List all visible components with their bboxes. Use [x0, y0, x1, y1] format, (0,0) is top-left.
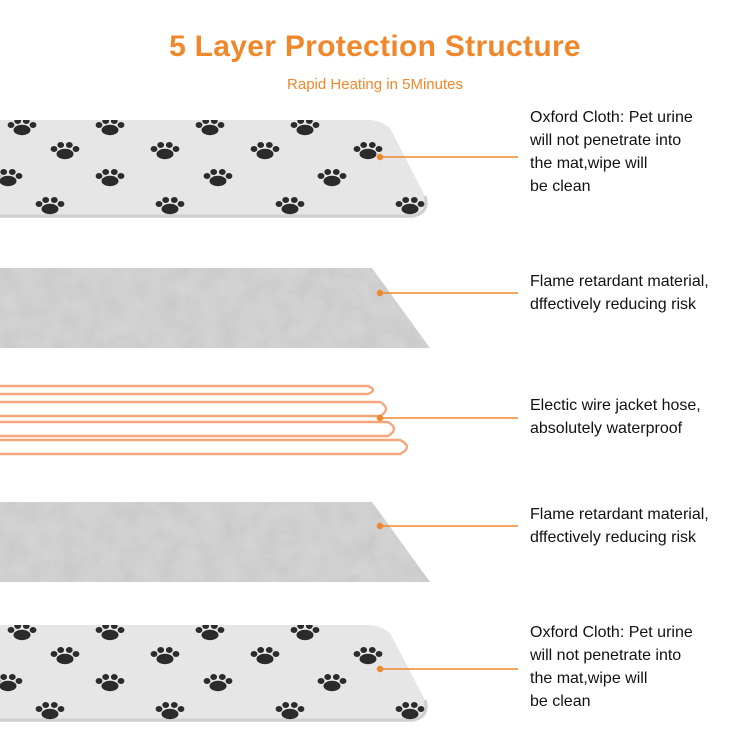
electric-wire-layer — [0, 384, 409, 456]
oxford-cloth-bottom-layer — [0, 625, 428, 722]
desc-line: Flame retardant material, — [530, 506, 709, 523]
electric-wire-description: Electic wire jacket hose, absolutely wat… — [530, 394, 701, 440]
desc-line: absolutely waterproof — [530, 420, 683, 437]
desc-line: Flame retardant material, — [530, 273, 709, 290]
desc-line: dffectively reducing risk — [530, 529, 696, 546]
desc-line: Electic wire jacket hose, — [530, 397, 701, 414]
desc-line: Oxford Cloth: Pet urine — [530, 624, 693, 641]
oxford-cloth-top-layer — [0, 120, 428, 218]
desc-line: dffectively reducing risk — [530, 296, 696, 313]
desc-line: Oxford Cloth: Pet urine — [530, 109, 693, 126]
desc-line: the mat,wipe will — [530, 155, 648, 172]
desc-line: be clean — [530, 693, 591, 710]
flame-retardant-top-layer — [0, 268, 430, 348]
oxford-cloth-bottom-description: Oxford Cloth: Pet urine will not penetra… — [530, 621, 693, 713]
flame-retardant-top-description: Flame retardant material, dffectively re… — [530, 270, 709, 316]
flame-retardant-bottom-description: Flame retardant material, dffectively re… — [530, 503, 709, 549]
page-title: 5 Layer Protection Structure — [169, 30, 581, 63]
desc-line: will not penetrate into — [530, 647, 682, 664]
desc-line: will not penetrate into — [530, 132, 682, 149]
flame-retardant-bottom-layer — [0, 502, 430, 582]
oxford-cloth-top-description: Oxford Cloth: Pet urine will not penetra… — [530, 106, 693, 198]
callout-lines — [376, 153, 518, 673]
desc-line: the mat,wipe will — [530, 670, 648, 687]
desc-line: be clean — [530, 178, 591, 195]
page-subtitle: Rapid Heating in 5Minutes — [287, 76, 463, 93]
